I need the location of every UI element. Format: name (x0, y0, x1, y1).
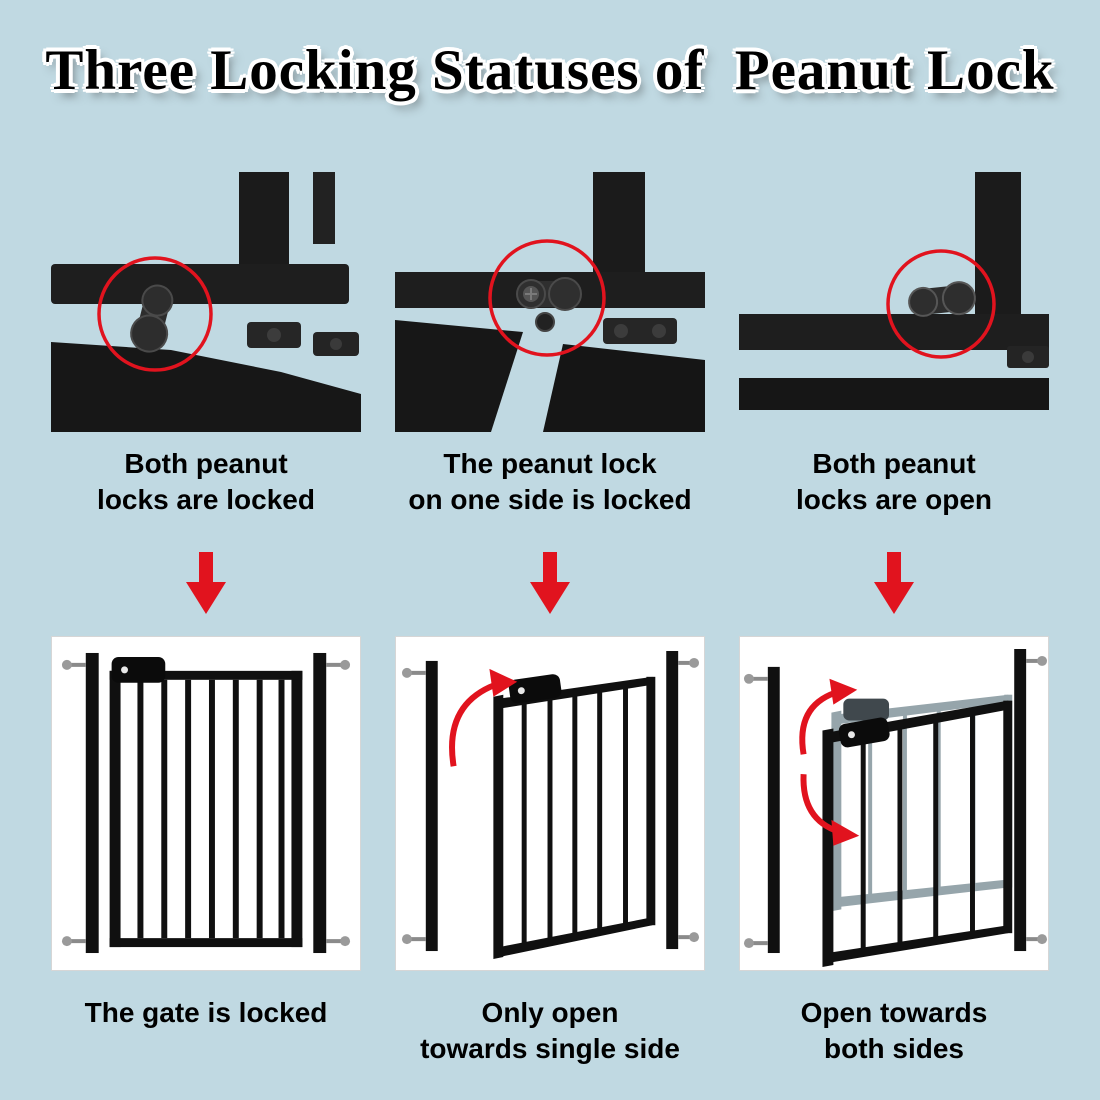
column-both-open: Both peanut locks are open (739, 172, 1049, 1067)
lock-photo-both-locked (51, 172, 361, 432)
lock-closeup-both-locked-illustration (51, 172, 361, 432)
pressure-mount-spindles (69, 662, 343, 944)
highlight-circle (488, 239, 606, 357)
highlight-circle (886, 249, 996, 359)
swing-up-arrow-icon (799, 689, 837, 755)
down-arrow-icon (530, 552, 570, 614)
peanut-lock-icon (130, 284, 174, 353)
lock-photo-one-side-locked (395, 172, 705, 432)
lock-closeup-both-open-illustration (739, 172, 1049, 410)
gate-illustration-single-open (395, 636, 705, 971)
gate-bars (521, 684, 628, 947)
swing-arrow-icon (449, 681, 497, 767)
photo-caption: The peanut lock on one side is locked (408, 448, 692, 515)
front-gate (822, 700, 1013, 967)
gate-lock-handle (838, 717, 890, 748)
closed-gate-drawing (61, 652, 351, 954)
gate-illustration-locked (51, 636, 361, 971)
down-arrow-row (51, 548, 361, 636)
lock-closeup-one-side-illustration (395, 172, 705, 432)
gate-caption: Only open towards single side (420, 997, 680, 1064)
peanut-lock-icon (516, 277, 582, 332)
column-one-side-locked: The peanut lock on one side is locked (395, 172, 705, 1067)
peanut-lock-icon (908, 281, 976, 317)
single-open-gate-drawing (401, 650, 700, 959)
gate-caption: The gate is locked (84, 997, 328, 1028)
down-arrow-row (395, 548, 705, 636)
lock-photo-both-open (739, 172, 1049, 432)
page-title: Three Locking Statuses of Peanut Lock (45, 39, 1055, 102)
column-both-locked: Both peanut locks are locked (51, 172, 361, 1067)
down-arrow-icon (186, 552, 226, 614)
photo-caption: Both peanut locks are open (795, 448, 993, 515)
down-arrow-row (739, 548, 1049, 636)
gate-bars (137, 679, 285, 939)
infographic: Three Locking Statuses of Peanut Lock (0, 39, 1100, 1067)
photo-caption: Both peanut locks are locked (97, 448, 315, 515)
both-open-gate-drawing (743, 649, 1048, 967)
status-columns: Both peanut locks are locked (0, 172, 1100, 1067)
ghost-gate-handle (843, 698, 890, 721)
gate-illustration-both-open (739, 636, 1049, 971)
swing-arrow-head (489, 668, 518, 697)
highlight-circle (97, 256, 213, 372)
gate-lock-handle (508, 674, 562, 704)
gate-lock-handle (111, 656, 166, 683)
gate-caption: Open towards both sides (800, 997, 988, 1064)
down-arrow-icon (874, 552, 914, 614)
